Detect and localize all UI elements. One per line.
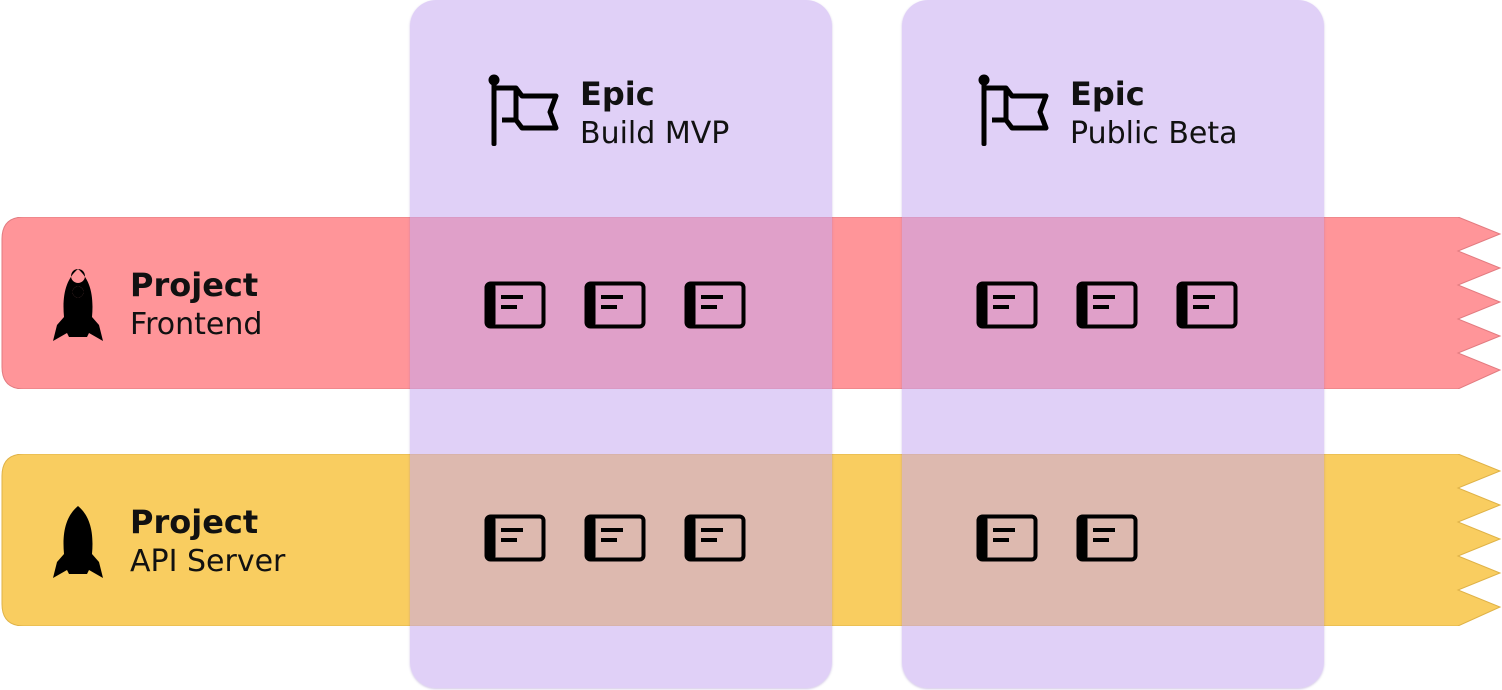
- issue-card-icon[interactable]: [584, 281, 646, 329]
- issue-card-icon[interactable]: [1076, 281, 1138, 329]
- rocket-icon: [53, 506, 103, 578]
- epic-name-label: Public Beta: [1070, 116, 1238, 151]
- epic-column-build-mvp[interactable]: Epic Build MVP: [410, 0, 832, 688]
- flag-icon: [978, 74, 1049, 146]
- issue-card-icon[interactable]: [1076, 514, 1138, 562]
- issue-card-icon[interactable]: [684, 514, 746, 562]
- project-name-label: Frontend: [130, 307, 263, 342]
- epic-kind-label: Epic: [580, 75, 655, 113]
- epic-column-public-beta[interactable]: Epic Public Beta: [902, 0, 1324, 688]
- issue-card-icon[interactable]: [976, 514, 1038, 562]
- issue-card-icon[interactable]: [484, 281, 546, 329]
- flag-icon: [488, 74, 559, 146]
- issue-card-icon[interactable]: [684, 281, 746, 329]
- project-kind-label: Project: [130, 503, 259, 541]
- rocket-icon: [53, 269, 103, 341]
- epic-kind-label: Epic: [1070, 75, 1145, 113]
- issue-card-icon[interactable]: [584, 514, 646, 562]
- epic-name-label: Build MVP: [580, 116, 730, 151]
- issue-card-icon[interactable]: [1176, 281, 1238, 329]
- project-name-label: API Server: [130, 544, 286, 579]
- project-kind-label: Project: [130, 266, 259, 304]
- issue-card-icon[interactable]: [976, 281, 1038, 329]
- issue-card-icon[interactable]: [484, 514, 546, 562]
